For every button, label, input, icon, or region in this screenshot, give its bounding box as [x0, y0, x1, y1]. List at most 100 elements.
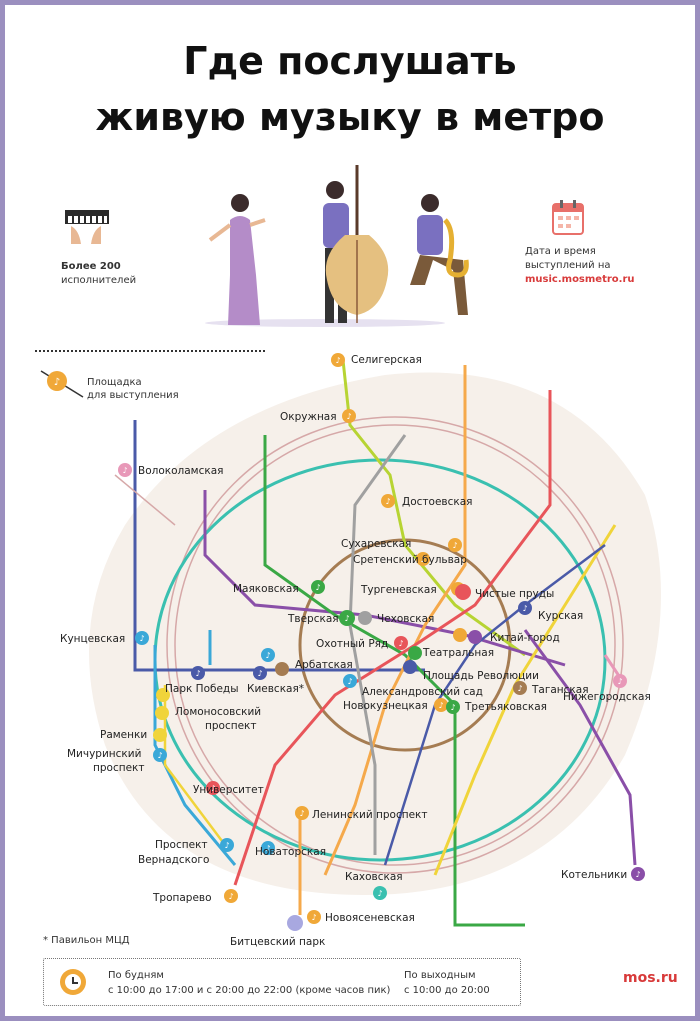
label-tverskaya: Тверская: [287, 613, 339, 625]
label-kitay: Китай-город: [490, 632, 560, 644]
label-bitsevsky: Битцевский парк: [230, 936, 325, 948]
svg-text:♪: ♪: [157, 751, 162, 760]
performers-text: исполнителей: [61, 275, 137, 286]
svg-text:♪: ♪: [224, 841, 229, 850]
svg-text:♪: ♪: [315, 583, 320, 592]
weekday-times: с 10:00 до 17:00 и с 20:00 до 22:00 (кро…: [108, 985, 391, 996]
svg-text:♪: ♪: [438, 701, 443, 710]
svg-text:♪: ♪: [311, 913, 316, 922]
calendar-icon: [552, 200, 584, 235]
label-ploshchad: Площадь Революции: [423, 670, 539, 682]
datetime-line-1: Дата и время: [525, 246, 596, 257]
marker-okhotny: [394, 636, 408, 650]
marker-kakhovskaya: [373, 886, 387, 900]
metro-map: ♪♪♪ ♪♪♪ ♪♪♪ ♪♪♪ ♪♪♪ ♪♪♪ ♪♪♪ ♪♪♪ ♪♪♪ ♪ ♪ …: [40, 165, 661, 948]
marker-universitet: [206, 781, 220, 795]
performers-count: Более 200: [61, 261, 121, 272]
svg-text:♪: ♪: [450, 703, 455, 712]
label-lomonosovsky-2: проспект: [205, 720, 257, 732]
label-kotelniki: Котельники: [561, 869, 627, 881]
label-lomonosovsky-1: Ломоносовский: [175, 706, 261, 718]
label-dostoevskaya: Достоевская: [402, 496, 472, 508]
label-aleksandrovsky: Александровский сад: [362, 686, 483, 698]
title-line-2: живую музыку в метро: [95, 95, 605, 139]
music-link[interactable]: music.mosmetro.ru: [525, 274, 635, 285]
svg-text:♪: ♪: [517, 684, 522, 693]
svg-text:♪: ♪: [195, 669, 200, 678]
label-michurinsky-1: Мичуринский: [67, 748, 141, 760]
marker-aleksandrovsky: [343, 674, 357, 688]
marker-kievskaya-1: [253, 666, 267, 680]
marker-lomonosovsky-2: [155, 706, 169, 720]
label-park-pobedy: Парк Победы: [165, 683, 238, 695]
marker-arbatskaya: [261, 648, 275, 662]
label-novokuznetskaya: Новокузнецкая: [343, 700, 428, 712]
clock-icon: [60, 969, 86, 995]
svg-text:♪: ♪: [257, 669, 262, 678]
page-title: Где послушать живую музыку в метро: [5, 33, 695, 145]
label-tretyakovskaya: Третьяковская: [464, 701, 547, 713]
station-markers: [118, 353, 645, 931]
label-taganskaya: Таганская: [531, 684, 589, 696]
marker-novoyasenevskaya: [307, 910, 321, 924]
svg-text:♪: ♪: [265, 651, 270, 660]
marker-chistye: [455, 584, 471, 600]
weekday-label: По будням: [108, 970, 164, 981]
svg-text:♪: ♪: [228, 892, 233, 901]
label-leninsky: Ленинский проспект: [312, 809, 428, 821]
marker-tretyakovskaya: [446, 700, 460, 714]
marker-teatralnaya: [408, 646, 422, 660]
label-ramenki: Раменки: [100, 729, 147, 741]
svg-text:♪: ♪: [420, 555, 425, 564]
marker-nizhegorodskaya: [613, 674, 627, 688]
label-teatralnaya: Театральная: [422, 647, 494, 659]
label-vernadskogo-2: Вернадского: [138, 854, 209, 866]
brand-logo[interactable]: mos.ru: [623, 970, 678, 986]
weekday-hours: По будням с 10:00 до 17:00 и с 20:00 до …: [108, 968, 390, 998]
label-kievskaya: Киевская*: [247, 683, 304, 695]
marker-chekhovskaya: [358, 611, 372, 625]
svg-text:♪: ♪: [385, 497, 390, 506]
label-universitet: Университет: [193, 784, 264, 796]
marker-volokolamskaya: [118, 463, 132, 477]
svg-text:♪: ♪: [377, 889, 382, 898]
marker-park-pobedy: [191, 666, 205, 680]
svg-text:♪: ♪: [210, 784, 215, 793]
marker-lomonosovsky-1: [156, 688, 170, 702]
weekend-label: По выходным: [404, 970, 476, 981]
marker-taganskaya: [513, 681, 527, 695]
piano-hands-icon: [65, 210, 109, 244]
weekend-times: с 10:00 до 20:00: [404, 985, 490, 996]
datetime-line-2: выступлений на: [525, 260, 611, 271]
svg-text:♪: ♪: [398, 639, 403, 648]
marker-kuntsevskaya: [135, 631, 149, 645]
marker-novatorskaya: [261, 841, 275, 855]
marker-troparevo: [224, 889, 238, 903]
marker-kurskaya: [518, 601, 532, 615]
marker-ploshchad: [403, 660, 417, 674]
marker-kotelniki: [631, 867, 645, 881]
marker-bitsevsky: [287, 915, 303, 931]
svg-text:♪: ♪: [265, 844, 270, 853]
marker-sukharevskaya: [448, 538, 462, 552]
marker-kitay-1: [453, 628, 467, 642]
legend-line-1: Площадка: [87, 377, 142, 388]
musicians-illustration: [205, 165, 469, 327]
svg-text:♪: ♪: [522, 604, 527, 613]
label-novoyasenevskaya: Новоясеневская: [325, 912, 415, 924]
marker-vernadskogo: [220, 838, 234, 852]
svg-text:♪: ♪: [299, 809, 304, 818]
label-kakhovskaya: Каховская: [345, 871, 403, 883]
marker-mayakovskaya: [311, 580, 325, 594]
label-sretensky: Сретенский бульвар: [353, 554, 467, 566]
title-line-1: Где послушать: [183, 39, 517, 83]
marker-michurinsky: [153, 748, 167, 762]
marker-tverskaya: [339, 610, 355, 626]
svg-text:♪: ♪: [346, 412, 351, 421]
legend-divider: [35, 350, 265, 352]
marker-okruzhnaya: [342, 409, 356, 423]
svg-text:♪: ♪: [617, 677, 622, 686]
marker-leninsky: [295, 806, 309, 820]
label-arbatskaya: Арбатская: [295, 659, 353, 671]
label-novatorskaya: Новаторская: [255, 846, 326, 858]
